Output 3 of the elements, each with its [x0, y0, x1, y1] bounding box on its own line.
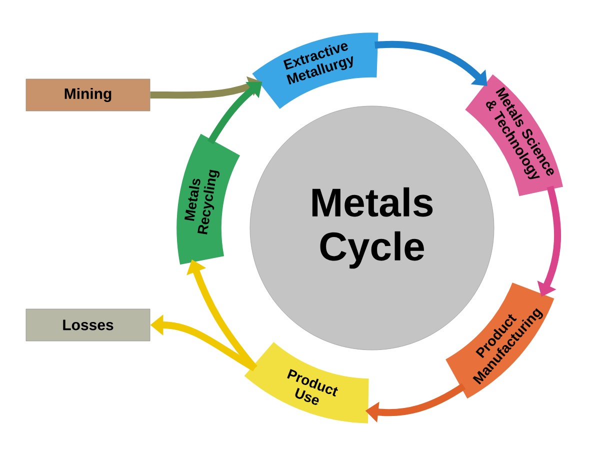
process-box: Mining — [26, 78, 150, 112]
process-box: Losses — [26, 308, 150, 342]
cycle-segment: Metals Recycling — [175, 132, 242, 266]
